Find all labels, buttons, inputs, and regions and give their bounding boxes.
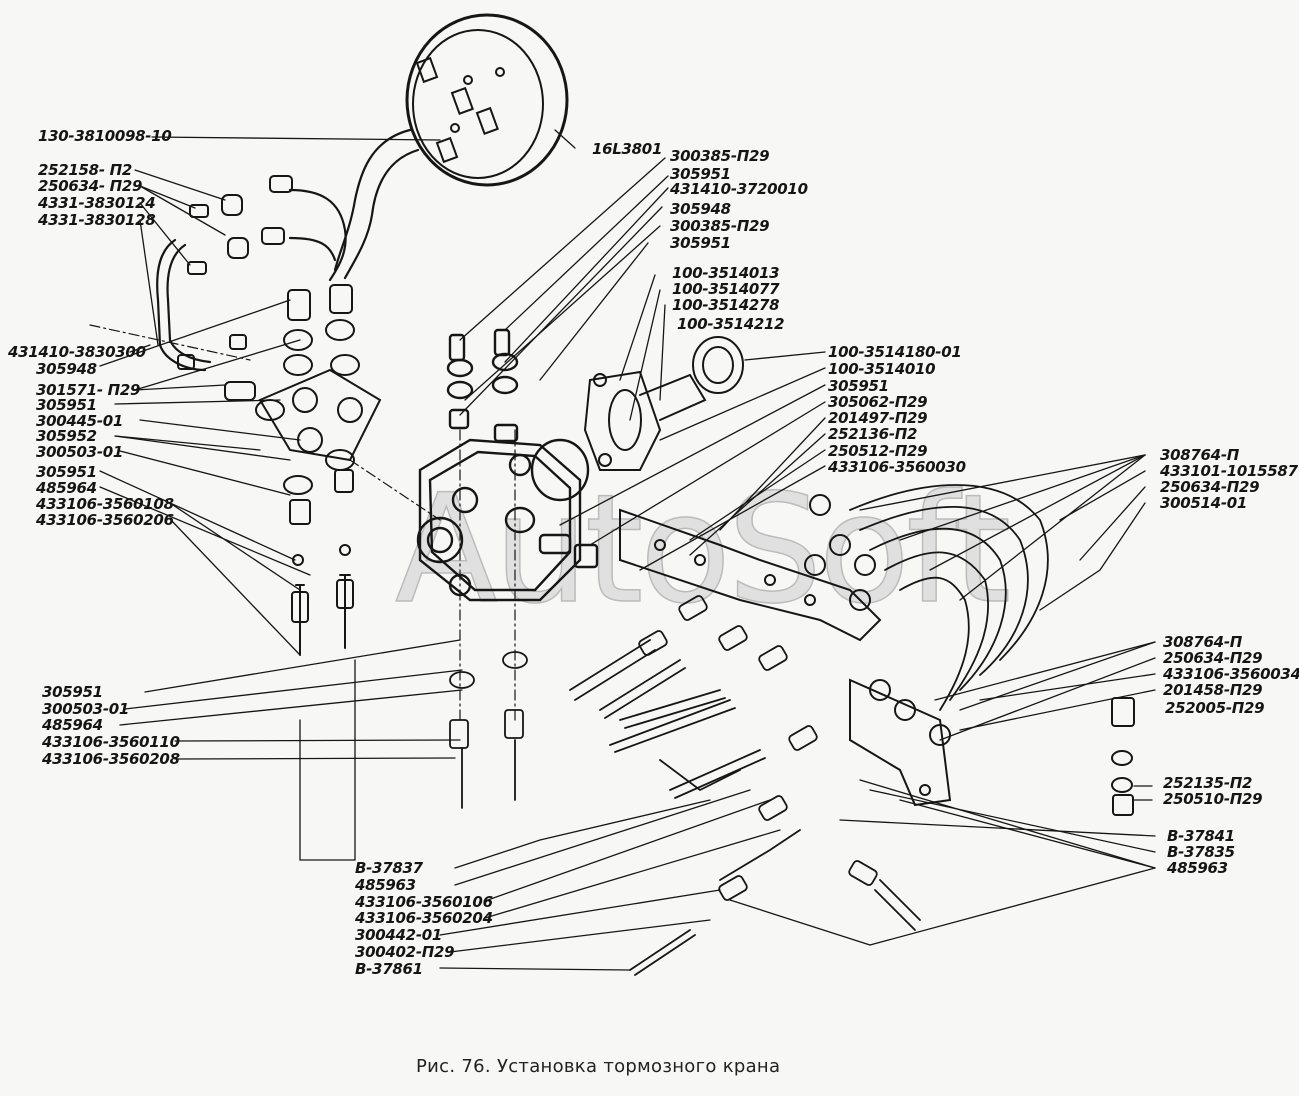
part-label: 305948 (670, 200, 731, 218)
part-label: 201497-П29 (828, 409, 928, 427)
part-label: 433101-1015587 (1160, 462, 1298, 480)
part-label: 305952 (36, 427, 97, 445)
part-label: 300385-П29 (670, 147, 770, 165)
part-label: 4331-3830128 (38, 211, 156, 229)
part-label: 308764-П (1160, 446, 1240, 464)
fittings-left (177, 175, 382, 656)
part-label: 100-3514077 (672, 280, 780, 298)
mounting-bracket (619, 508, 952, 807)
lower-pipes (449, 595, 921, 976)
part-label: 305951 (36, 463, 97, 481)
part-label: 252135-П2 (1163, 774, 1253, 792)
part-label: 100-3514180-01 (828, 343, 962, 361)
axis-lines (89, 324, 516, 721)
part-label: 485964 (42, 716, 103, 734)
part-label: 250634-П29 (1160, 478, 1260, 496)
part-label: 485964 (36, 479, 97, 497)
part-label: 300442-01 (355, 926, 443, 944)
part-label: 305951 (36, 396, 97, 414)
part-label: В-37835 (1167, 843, 1235, 861)
part-label: 431410-3720010 (670, 180, 808, 198)
part-label: 252136-П2 (828, 425, 918, 443)
pressure-gauge (405, 13, 569, 187)
air-hoses (849, 484, 1049, 711)
leader-lines (99, 129, 1156, 971)
part-label: 433106-3560206 (36, 511, 174, 529)
part-label: 485963 (1167, 859, 1228, 877)
gauge-tubes (156, 128, 420, 372)
part-label: 300514-01 (1160, 494, 1248, 512)
part-label: 305062-П29 (828, 393, 928, 411)
part-label: 305951 (670, 234, 731, 252)
part-label: 100-3514013 (672, 264, 780, 282)
part-label: 300402-П29 (355, 943, 455, 961)
part-label: 300503-01 (42, 700, 130, 718)
part-label: 16L3801 (592, 140, 663, 158)
part-label: 433106-3560110 (42, 733, 180, 751)
part-label: 485963 (355, 876, 416, 894)
part-label: 301571- П29 (36, 381, 141, 399)
part-label: 130-3810098-10 (38, 127, 172, 145)
part-label: 305951 (828, 377, 889, 395)
figure-caption: Рис. 76. Установка тормозного крана (416, 1056, 781, 1077)
part-label: 300385-П29 (670, 217, 770, 235)
part-label: 250512-П29 (828, 442, 928, 460)
part-label: 433106-3560208 (42, 750, 180, 768)
part-label: 433106-3560034 (1163, 665, 1299, 683)
part-label: В-37861 (355, 960, 423, 978)
part-label: 433106-3560030 (828, 458, 966, 476)
part-label: 308764-П (1163, 633, 1243, 651)
part-label: 431410-3830300 (8, 343, 146, 361)
part-label: 433106-3560106 (355, 893, 493, 911)
part-label: 100-3514010 (828, 360, 936, 378)
part-label: 250634- П29 (38, 177, 143, 195)
part-label: 4331-3830124 (38, 194, 156, 212)
part-label: 300503-01 (36, 443, 124, 461)
brake-valve (416, 328, 599, 602)
valve-cover (583, 336, 744, 471)
part-label: 305948 (36, 360, 97, 378)
part-label: 250634-П29 (1163, 649, 1263, 667)
part-label: 300445-01 (36, 412, 124, 430)
part-label: В-37841 (1167, 827, 1235, 845)
part-label: 433106-3560204 (355, 909, 493, 927)
part-label: 250510-П29 (1163, 790, 1263, 808)
part-label: 433106-3560108 (36, 495, 174, 513)
part-label: 201458-П29 (1163, 681, 1263, 699)
part-label: 252158- П2 (38, 161, 133, 179)
part-label: 100-3514278 (672, 296, 780, 314)
part-label: 252005-П29 (1165, 699, 1265, 717)
part-label: 305951 (670, 165, 731, 183)
part-label: В-37837 (355, 859, 423, 877)
nuts-right (804, 494, 1135, 816)
part-label: 305951 (42, 683, 103, 701)
part-label: 100-3514212 (677, 315, 785, 333)
